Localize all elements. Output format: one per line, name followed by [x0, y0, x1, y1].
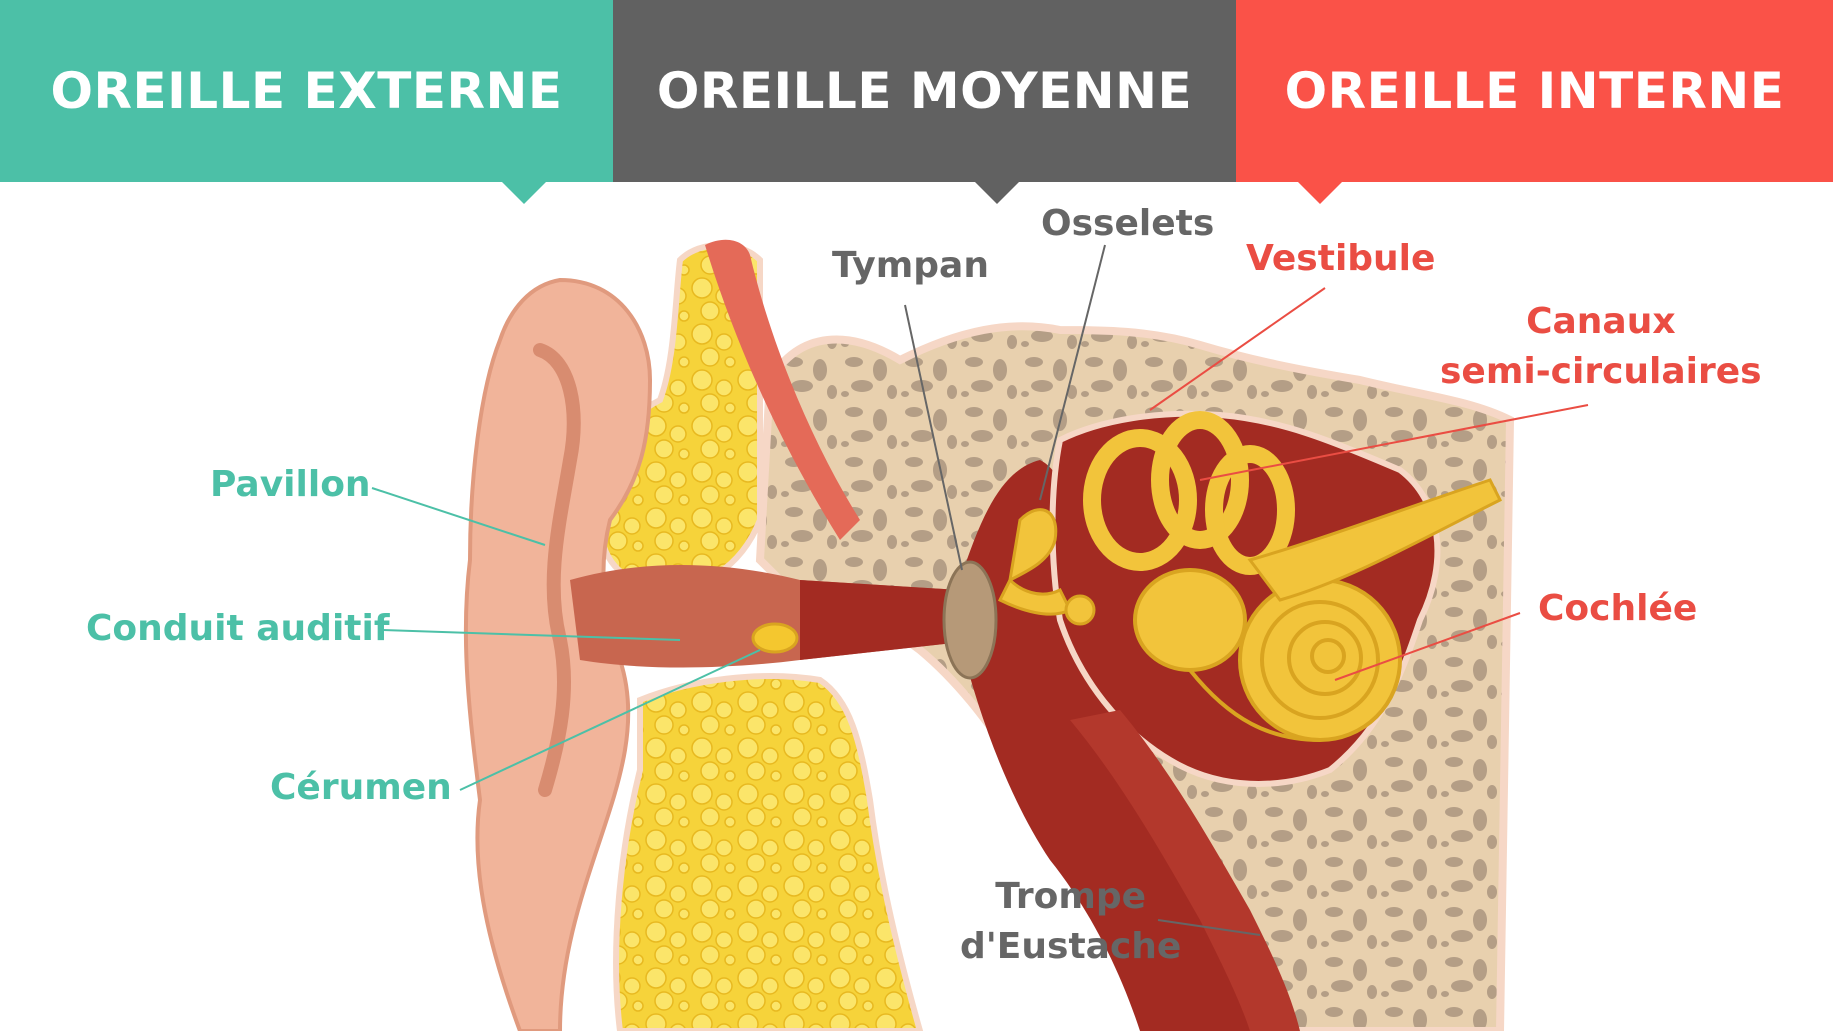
header-middle-ear: OREILLE MOYENNE	[613, 0, 1236, 204]
label-trompe-line1: Trompe	[995, 876, 1147, 917]
label-trompe-eustache: Trompe d'Eustache	[960, 872, 1181, 972]
header-middle-ear-title: OREILLE MOYENNE	[656, 62, 1193, 120]
label-pavillon: Pavillon	[210, 464, 371, 505]
eardrum	[942, 560, 998, 680]
leader-lines	[371, 244, 1589, 936]
muscle-strip	[705, 239, 860, 540]
header-inner-ear-title: OREILLE INTERNE	[1284, 62, 1785, 120]
label-canaux-semi-circulaires: Canaux semi-circulaires	[1440, 297, 1762, 397]
label-osselets: Osselets	[1041, 203, 1215, 244]
pinna-fold	[533, 343, 581, 797]
canal-wall	[800, 580, 980, 660]
eustachian-tube	[1070, 710, 1300, 1031]
fatty-tissue-lower	[613, 673, 924, 1031]
earwax	[751, 622, 799, 654]
label-tympan: Tympan	[832, 245, 989, 286]
ossicles	[997, 508, 1096, 626]
header-outer-ear: OREILLE EXTERNE	[0, 0, 613, 204]
cochlea-shape	[1133, 568, 1402, 742]
middle-ear-pointer	[973, 180, 1021, 204]
auditory-nerve	[1247, 478, 1503, 602]
label-vestibule: Vestibule	[1246, 238, 1436, 279]
header-inner-ear: OREILLE INTERNE	[1236, 0, 1833, 204]
label-trompe-line2: d'Eustache	[960, 926, 1182, 967]
label-canaux-line1: Canaux	[1526, 301, 1676, 342]
section-header: OREILLE EXTERNE OREILLE MOYENNE OREILLE …	[0, 0, 1833, 204]
label-conduit-auditif: Conduit auditif	[86, 608, 390, 649]
semicircular-canals	[1083, 411, 1295, 575]
outer-ear-pointer	[500, 180, 548, 204]
inner-ear-pointer	[1296, 180, 1344, 204]
label-cochlee: Cochlée	[1538, 588, 1698, 629]
label-canaux-line2: semi-circulaires	[1440, 351, 1762, 392]
header-outer-ear-title: OREILLE EXTERNE	[50, 62, 563, 120]
fatty-tissue-upper	[596, 242, 763, 594]
label-cerumen: Cérumen	[270, 767, 452, 808]
